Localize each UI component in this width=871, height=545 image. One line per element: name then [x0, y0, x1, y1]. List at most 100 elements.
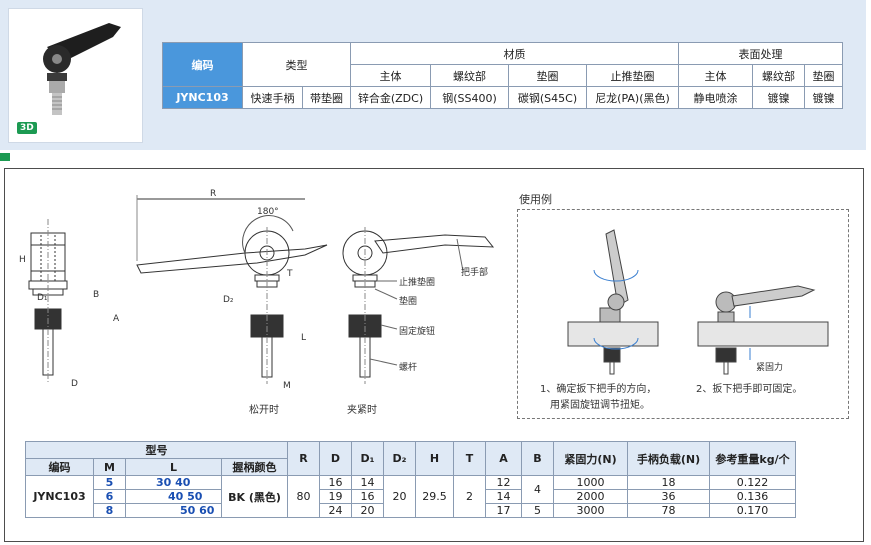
3d-badge[interactable]: 3D: [17, 122, 37, 134]
material-spec-table: 编码 类型 材质 表面处理 主体 螺纹部 垫圈 止推垫圈 主体 螺纹部 垫圈 J…: [162, 42, 843, 109]
spec-panel: 3D 编码 类型 材质 表面处理 主体 螺纹部 垫圈 止推垫圈 主体 螺纹部 垫…: [0, 0, 866, 150]
model-code[interactable]: JYNC103: [25, 475, 94, 518]
table-row[interactable]: JYNC103 5 30 40 BK (黑色) 80 16 14 20 29.5…: [25, 475, 796, 518]
dim-D: D: [71, 379, 78, 389]
header-M: M: [93, 458, 126, 476]
dim-D2: D₂: [223, 295, 234, 305]
label-washer: 垫圈: [399, 297, 418, 307]
spec-surface-main: 静电喷涂: [678, 86, 753, 109]
cell-weight: 0.122: [709, 475, 796, 490]
dim-B: B: [93, 290, 100, 300]
usage-clamp-label: 紧固力: [756, 363, 784, 373]
drawing-panel: R 180° H D₁ B A D D₂ T L M 止推垫圈 垫圈 固定旋钮 …: [4, 168, 864, 542]
technical-drawing: [28, 195, 495, 384]
cell-load: 36: [627, 489, 710, 504]
header-B: B: [521, 441, 554, 476]
label-handle: 把手部: [461, 268, 489, 278]
dim-angle: 180°: [257, 207, 279, 217]
cell-weight: 0.170: [709, 503, 796, 518]
cell-A: 14: [485, 489, 522, 504]
cell-load: 78: [627, 503, 710, 518]
dim-T: T: [287, 269, 293, 279]
header-material: 材质: [350, 42, 679, 65]
cell-B: 5: [521, 503, 554, 518]
sub-surface-main: 主体: [678, 64, 753, 87]
usage-example-box: 紧固力 1、确定扳下把手的方向， 用紧固旋钮调节扭矩。 2、扳下把手即可固定。: [517, 209, 849, 419]
cell-H: 29.5: [415, 475, 454, 518]
cell-load: 18: [627, 475, 710, 490]
caption-open: 松开时: [249, 405, 279, 416]
usage-illustration: [567, 229, 829, 375]
cell-M: 5: [93, 475, 126, 490]
cell-L: 30 40: [125, 475, 222, 490]
spec-washer: 碳钢(S45C): [508, 86, 587, 109]
spec-code[interactable]: JYNC103: [162, 86, 243, 109]
cell-D1: 14: [351, 475, 384, 490]
section-marker: [0, 153, 10, 161]
dim-H: H: [19, 255, 26, 265]
cell-D: 19: [319, 489, 352, 504]
cell-D: 16: [319, 475, 352, 490]
usage-step1-line2: 用紧固旋钮调节扭矩。: [550, 400, 650, 411]
cell-T: 2: [453, 475, 486, 518]
sub-stop-washer: 止推垫圈: [586, 64, 679, 87]
cell-M: 8: [93, 503, 126, 518]
header-L: L: [125, 458, 222, 476]
spec-surface-thread: 镀镍: [752, 86, 805, 109]
model-table: 型号 R D D₁ D₂ H T A B 紧固力(N) 手柄负载(N) 参考重量…: [25, 441, 796, 518]
table-row[interactable]: 6 40 50 19 16 14 2000 36 0.136: [26, 489, 796, 504]
usage-step1-line1: 1、确定扳下把手的方向，: [540, 384, 657, 395]
cell-force: 1000: [553, 475, 628, 490]
header-R: R: [287, 441, 320, 476]
dim-M: M: [283, 381, 291, 391]
caption-clamp: 夹紧时: [347, 405, 377, 416]
spec-type1: 快速手柄: [242, 86, 303, 109]
header-A: A: [485, 441, 522, 476]
usage-step2: 2、扳下把手即可固定。: [696, 384, 803, 395]
label-stop-washer: 止推垫圈: [399, 278, 436, 288]
header-T: T: [453, 441, 486, 476]
header-model: 型号: [25, 441, 288, 459]
spec-thread: 钢(SS400): [430, 86, 509, 109]
dim-R: R: [210, 189, 217, 199]
header-weight: 参考重量kg/个: [709, 441, 796, 476]
cell-A: 12: [485, 475, 522, 490]
header-load: 手柄负载(N): [627, 441, 710, 476]
cell-color: BK (黑色): [221, 475, 288, 518]
header-force: 紧固力(N): [553, 441, 628, 476]
cell-A: 17: [485, 503, 522, 518]
sub-surface-thread: 螺纹部: [752, 64, 805, 87]
cell-L: 40 50: [125, 489, 222, 504]
dim-D1: D₁: [37, 293, 48, 303]
cell-D1: 16: [351, 489, 384, 504]
usage-title: 使用例: [519, 193, 552, 206]
dim-A: A: [113, 314, 120, 324]
cell-D: 24: [319, 503, 352, 518]
sub-thread: 螺纹部: [430, 64, 509, 87]
cell-force: 2000: [553, 489, 628, 504]
cell-L: 50 60: [125, 503, 222, 518]
sub-surface-washer: 垫圈: [804, 64, 843, 87]
cell-D2: 20: [383, 475, 416, 518]
header-type: 类型: [242, 42, 351, 87]
spec-main: 锌合金(ZDC): [350, 86, 431, 109]
header-D1: D₁: [351, 441, 384, 476]
dim-L: L: [301, 333, 307, 343]
header-surface: 表面处理: [678, 42, 843, 65]
spec-stop: 尼龙(PA)(黑色): [586, 86, 679, 109]
label-screw: 螺杆: [399, 363, 418, 373]
header-code: 编码: [25, 458, 94, 476]
header-color: 握柄颜色: [221, 458, 288, 476]
label-knob: 固定旋钮: [399, 327, 436, 337]
sub-washer: 垫圈: [508, 64, 587, 87]
cell-M: 6: [93, 489, 126, 504]
spec-type2: 带垫圈: [302, 86, 351, 109]
cell-weight: 0.136: [709, 489, 796, 504]
header-H: H: [415, 441, 454, 476]
spec-surface-washer: 镀镍: [804, 86, 843, 109]
cell-D1: 20: [351, 503, 384, 518]
table-row[interactable]: 8 50 60 24 20 17 5 3000 78 0.170: [26, 503, 796, 518]
product-photo: 3D: [8, 8, 143, 143]
header-D2: D₂: [383, 441, 416, 476]
header-D: D: [319, 441, 352, 476]
